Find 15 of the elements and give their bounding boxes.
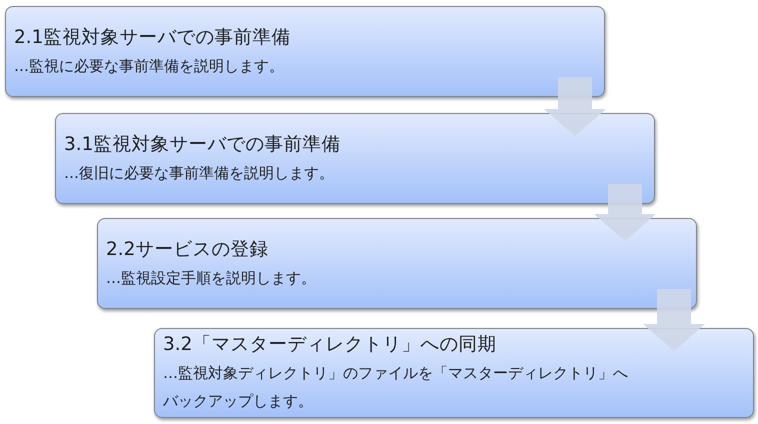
description: …監視対象ディレクトリ」のファイルを「マスターディレクトリ」へバックアップします。 (163, 363, 629, 412)
process-box (97, 218, 697, 309)
heading: 2.2サービスの登録 (106, 238, 268, 262)
heading: 2.1監視対象サーバでの事前準備 (14, 26, 290, 50)
heading: 3.1監視対象サーバでの事前準備 (64, 132, 340, 156)
description: …監視設定手順を説明します。 (106, 268, 316, 288)
process-box (55, 113, 655, 204)
block-arrow (544, 77, 606, 136)
process-box (5, 6, 605, 97)
description: …監視に必要な事前準備を説明します。 (14, 56, 284, 76)
heading: 3.2「マスターディレクトリ」への同期 (163, 333, 496, 357)
block-arrow (643, 289, 705, 351)
block-arrow (594, 184, 656, 241)
description: …復旧に必要な事前準備を説明します。 (64, 162, 334, 184)
process-box (154, 328, 754, 418)
